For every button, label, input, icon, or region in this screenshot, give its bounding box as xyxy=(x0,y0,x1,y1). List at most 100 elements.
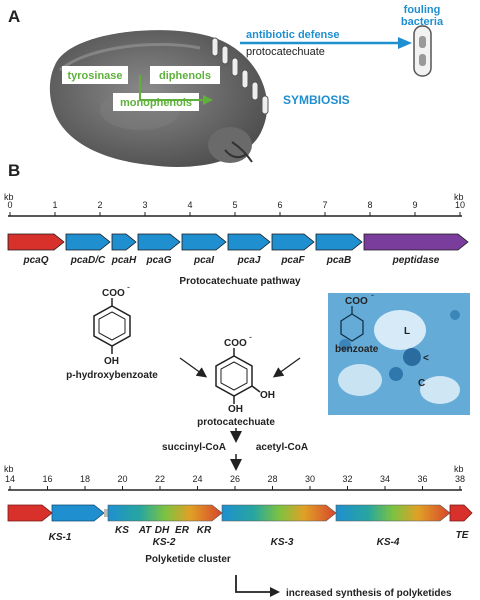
gene-arrow-pcaD-C xyxy=(65,233,111,251)
scale1-tick-label: 7 xyxy=(322,200,327,210)
module-1-arrow xyxy=(107,504,223,522)
arrow-hydroxybenzoate xyxy=(179,357,208,378)
monophenols-label: monophenols xyxy=(120,97,192,109)
scale2-tick-label: 38 xyxy=(455,474,465,484)
gene-label-pcaG: pcaG xyxy=(145,255,171,266)
oh-label-4: OH xyxy=(228,404,243,415)
gene-label-pcaJ: pcaJ xyxy=(237,255,261,266)
domain-ks: KS xyxy=(115,525,129,536)
micro-L-label: L xyxy=(404,326,410,337)
tyrosinase-label: tyrosinase xyxy=(67,70,122,82)
scale1-tick-label: 0 xyxy=(7,200,12,210)
microscopy-image xyxy=(328,293,470,415)
bacteria-label: bacteria xyxy=(401,16,444,28)
pathway-title: Protocatechuate pathway xyxy=(179,276,301,287)
coo-charge-2: - xyxy=(249,332,252,342)
scale2-tick-label: 24 xyxy=(192,474,202,484)
protocatechuate-b-label: protocatechuate xyxy=(197,417,275,428)
coo-label-1: COO xyxy=(102,288,125,299)
gene-label-pcaI: pcaI xyxy=(193,255,214,266)
kb-unit-right-2: kb xyxy=(454,464,464,474)
domain-er: ER xyxy=(175,525,190,536)
fouling-label: fouling xyxy=(404,4,441,16)
hydroxybenzoate-label: p-hydroxybenzoate xyxy=(66,370,158,381)
tyrosinase-box xyxy=(62,66,128,84)
coo-label-benzoate: COO xyxy=(345,296,368,307)
scale2-tick-label: 14 xyxy=(5,474,15,484)
panel-a-label: A xyxy=(8,7,20,26)
module-2-arrow xyxy=(221,504,337,522)
scale2-tick-label: 28 xyxy=(267,474,277,484)
gene-arrow-pcaG xyxy=(137,233,181,251)
final-arrow xyxy=(235,575,280,597)
gene-label-pcaB: pcaB xyxy=(326,255,351,266)
domain-dh: DH xyxy=(155,525,170,536)
coo-charge-benzoate: - xyxy=(371,290,374,300)
panel-b-label: B xyxy=(8,161,20,180)
kb-unit-left-2: kb xyxy=(4,464,14,474)
coo-charge-1: - xyxy=(127,282,130,292)
final-text: increased synthesis of polyketides xyxy=(286,588,452,599)
gene-label-pcaF: pcaF xyxy=(280,255,305,266)
scale2-tick-label: 32 xyxy=(342,474,352,484)
gene-arrow-pcaJ xyxy=(227,233,271,251)
gene-arrow-peptidase xyxy=(363,233,469,251)
kb-unit-right-1: kb xyxy=(454,192,464,202)
oh-label-1: OH xyxy=(104,356,119,367)
succinyl-coa-label: succinyl-CoA xyxy=(162,442,226,453)
oh-label-3: OH xyxy=(260,390,275,401)
module-te: TE xyxy=(456,530,469,541)
module-ks-1: KS-1 xyxy=(49,532,72,543)
gene-arrow-pcaI xyxy=(181,233,227,251)
cluster-red-gene xyxy=(7,504,53,522)
scale1-tick-label: 10 xyxy=(455,200,465,210)
scale2-tick-label: 16 xyxy=(42,474,52,484)
te-gene xyxy=(449,504,473,522)
gene-arrow-pcaH xyxy=(111,233,137,251)
antibiotic-defense-arrow xyxy=(240,37,412,49)
diphenols-label: diphenols xyxy=(159,70,211,82)
scale1-tick-label: 8 xyxy=(367,200,372,210)
scale1-tick-label: 1 xyxy=(52,200,57,210)
cluster-title: Polyketide cluster xyxy=(145,554,231,565)
scale1-tick-label: 5 xyxy=(232,200,237,210)
kb-unit-left-1: kb xyxy=(4,192,14,202)
module-ks-4: KS-4 xyxy=(377,537,400,548)
diphenols-box xyxy=(150,66,220,84)
scale1-tick-label: 9 xyxy=(412,200,417,210)
module-ks-2: KS-2 xyxy=(153,537,176,548)
scale2-tick-label: 22 xyxy=(155,474,165,484)
gene-label-peptidase: peptidase xyxy=(392,255,440,266)
scale2-tick-label: 36 xyxy=(417,474,427,484)
symbiosis-label: SYMBIOSIS xyxy=(283,93,350,107)
arrow-benzoate xyxy=(272,357,301,378)
scale1-tick-label: 2 xyxy=(97,200,102,210)
gene-label-pcaH: pcaH xyxy=(111,255,137,266)
scale1-tick-label: 4 xyxy=(187,200,192,210)
micro-C-label: C xyxy=(418,378,425,389)
kb-scale-1: kb kb 0 1 2 3 4 5 6 7 8 9 10 xyxy=(4,192,465,217)
gene-arrow-pcaQ xyxy=(7,233,65,251)
cluster-blue-gene xyxy=(51,504,105,522)
p-hydroxybenzoate-structure xyxy=(93,298,131,354)
gene-label-pcaD-C: pcaD/C xyxy=(70,255,106,266)
protocatechuate-structure xyxy=(215,348,261,404)
module-3-arrow xyxy=(335,504,451,522)
benzoate-label: benzoate xyxy=(335,344,379,355)
conversion-arrow xyxy=(139,75,213,105)
monophenols-box xyxy=(113,93,199,111)
fouling-bacterium-icon xyxy=(413,25,432,77)
scale2-tick-label: 20 xyxy=(117,474,127,484)
scale2-tick-label: 18 xyxy=(80,474,90,484)
gene-arrow-pcaF xyxy=(271,233,315,251)
protocatechuate-a-label: protocatechuate xyxy=(246,46,325,58)
scale2-tick-label: 30 xyxy=(305,474,315,484)
scale1-tick-label: 3 xyxy=(142,200,147,210)
scale1-tick-label: 6 xyxy=(277,200,282,210)
gene-arrow-pcaB xyxy=(315,233,363,251)
polyketide-cluster xyxy=(7,504,473,522)
scale2-tick-label: 26 xyxy=(230,474,240,484)
